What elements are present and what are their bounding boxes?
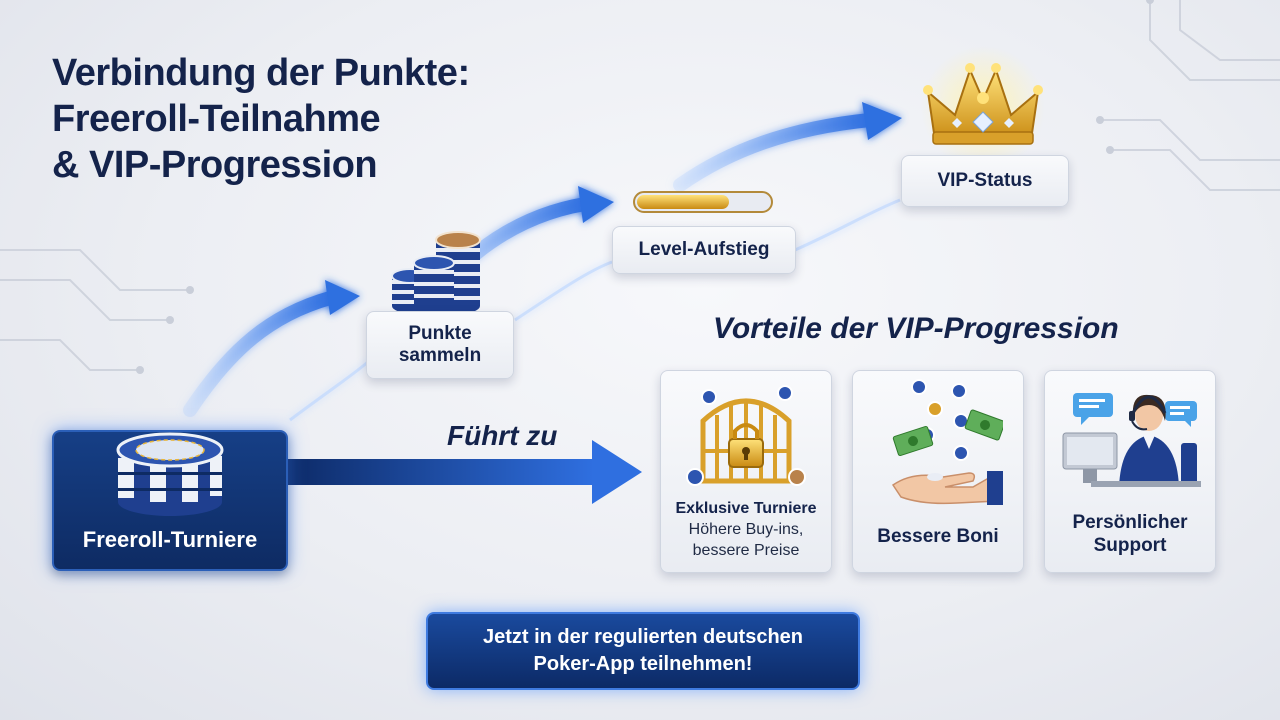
- punkte-label-line-1: Punkte: [408, 323, 472, 344]
- benefits-heading: Vorteile der VIP-Progression: [713, 312, 1119, 345]
- level-card[interactable]: Level-Aufstieg: [612, 226, 796, 274]
- benefit-title-support: Persönlicher Support: [1045, 511, 1215, 557]
- vip-card[interactable]: VIP-Status: [901, 155, 1069, 207]
- benefit-subtitle-exclusive: Höhere Buy-ins, bessere Preise: [661, 519, 831, 561]
- benefit-subtitle-line-2: bessere Preise: [692, 542, 800, 559]
- punkte-card[interactable]: Punkte sammeln: [366, 311, 514, 379]
- benefit-title-bonuses: Bessere Boni: [877, 526, 999, 547]
- vip-label: VIP-Status: [937, 170, 1033, 191]
- cta-button[interactable]: Jetzt in der regulierten deutschen Poker…: [426, 612, 860, 690]
- title-line-2: Freeroll-Teilnahme: [52, 98, 381, 140]
- hand-money-chips-icon: [891, 379, 1003, 505]
- title-line-1: Verbindung der Punkte:: [52, 52, 470, 94]
- benefit-title-support-line-2: Support: [1093, 535, 1167, 556]
- page-title: Verbindung der Punkte: Freeroll-Teilnahm…: [52, 50, 470, 188]
- benefit-card-support[interactable]: Persönlicher Support: [1044, 370, 1216, 573]
- crown-icon: [921, 46, 1045, 170]
- freeroll-label: Freeroll-Turniere: [82, 527, 258, 552]
- cta-line-2: Poker-App teilnehmen!: [533, 653, 753, 675]
- poker-chip-stack-icon: [116, 432, 224, 516]
- benefit-card-bonuses[interactable]: Bessere Boni: [852, 370, 1024, 573]
- arrow-to-punkte: [183, 280, 360, 417]
- support-agent-icon: [1062, 393, 1201, 487]
- cta-line-1: Jetzt in der regulierten deutschen: [482, 626, 804, 648]
- freeroll-card[interactable]: Freeroll-Turniere: [52, 430, 288, 571]
- benefit-title-exclusive: Exklusive Turniere: [675, 500, 817, 517]
- level-label: Level-Aufstieg: [638, 239, 770, 260]
- title-line-3: & VIP-Progression: [52, 144, 378, 186]
- punkte-label-line-2: sammeln: [398, 345, 482, 366]
- leads-to-arrow: [284, 440, 642, 504]
- arrow-to-vip: [673, 102, 902, 192]
- benefit-card-exclusive[interactable]: Exklusive Turniere Höhere Buy-ins, besse…: [660, 370, 832, 573]
- progress-bar-icon: [633, 191, 773, 213]
- benefit-subtitle-line-1: Höhere Buy-ins,: [688, 521, 804, 538]
- golden-gate-lock-icon: [686, 385, 806, 486]
- benefit-title-support-line-1: Persönlicher: [1072, 512, 1188, 533]
- chip-stack-icon: [391, 231, 481, 315]
- leads-to-label: Führt zu: [447, 420, 558, 451]
